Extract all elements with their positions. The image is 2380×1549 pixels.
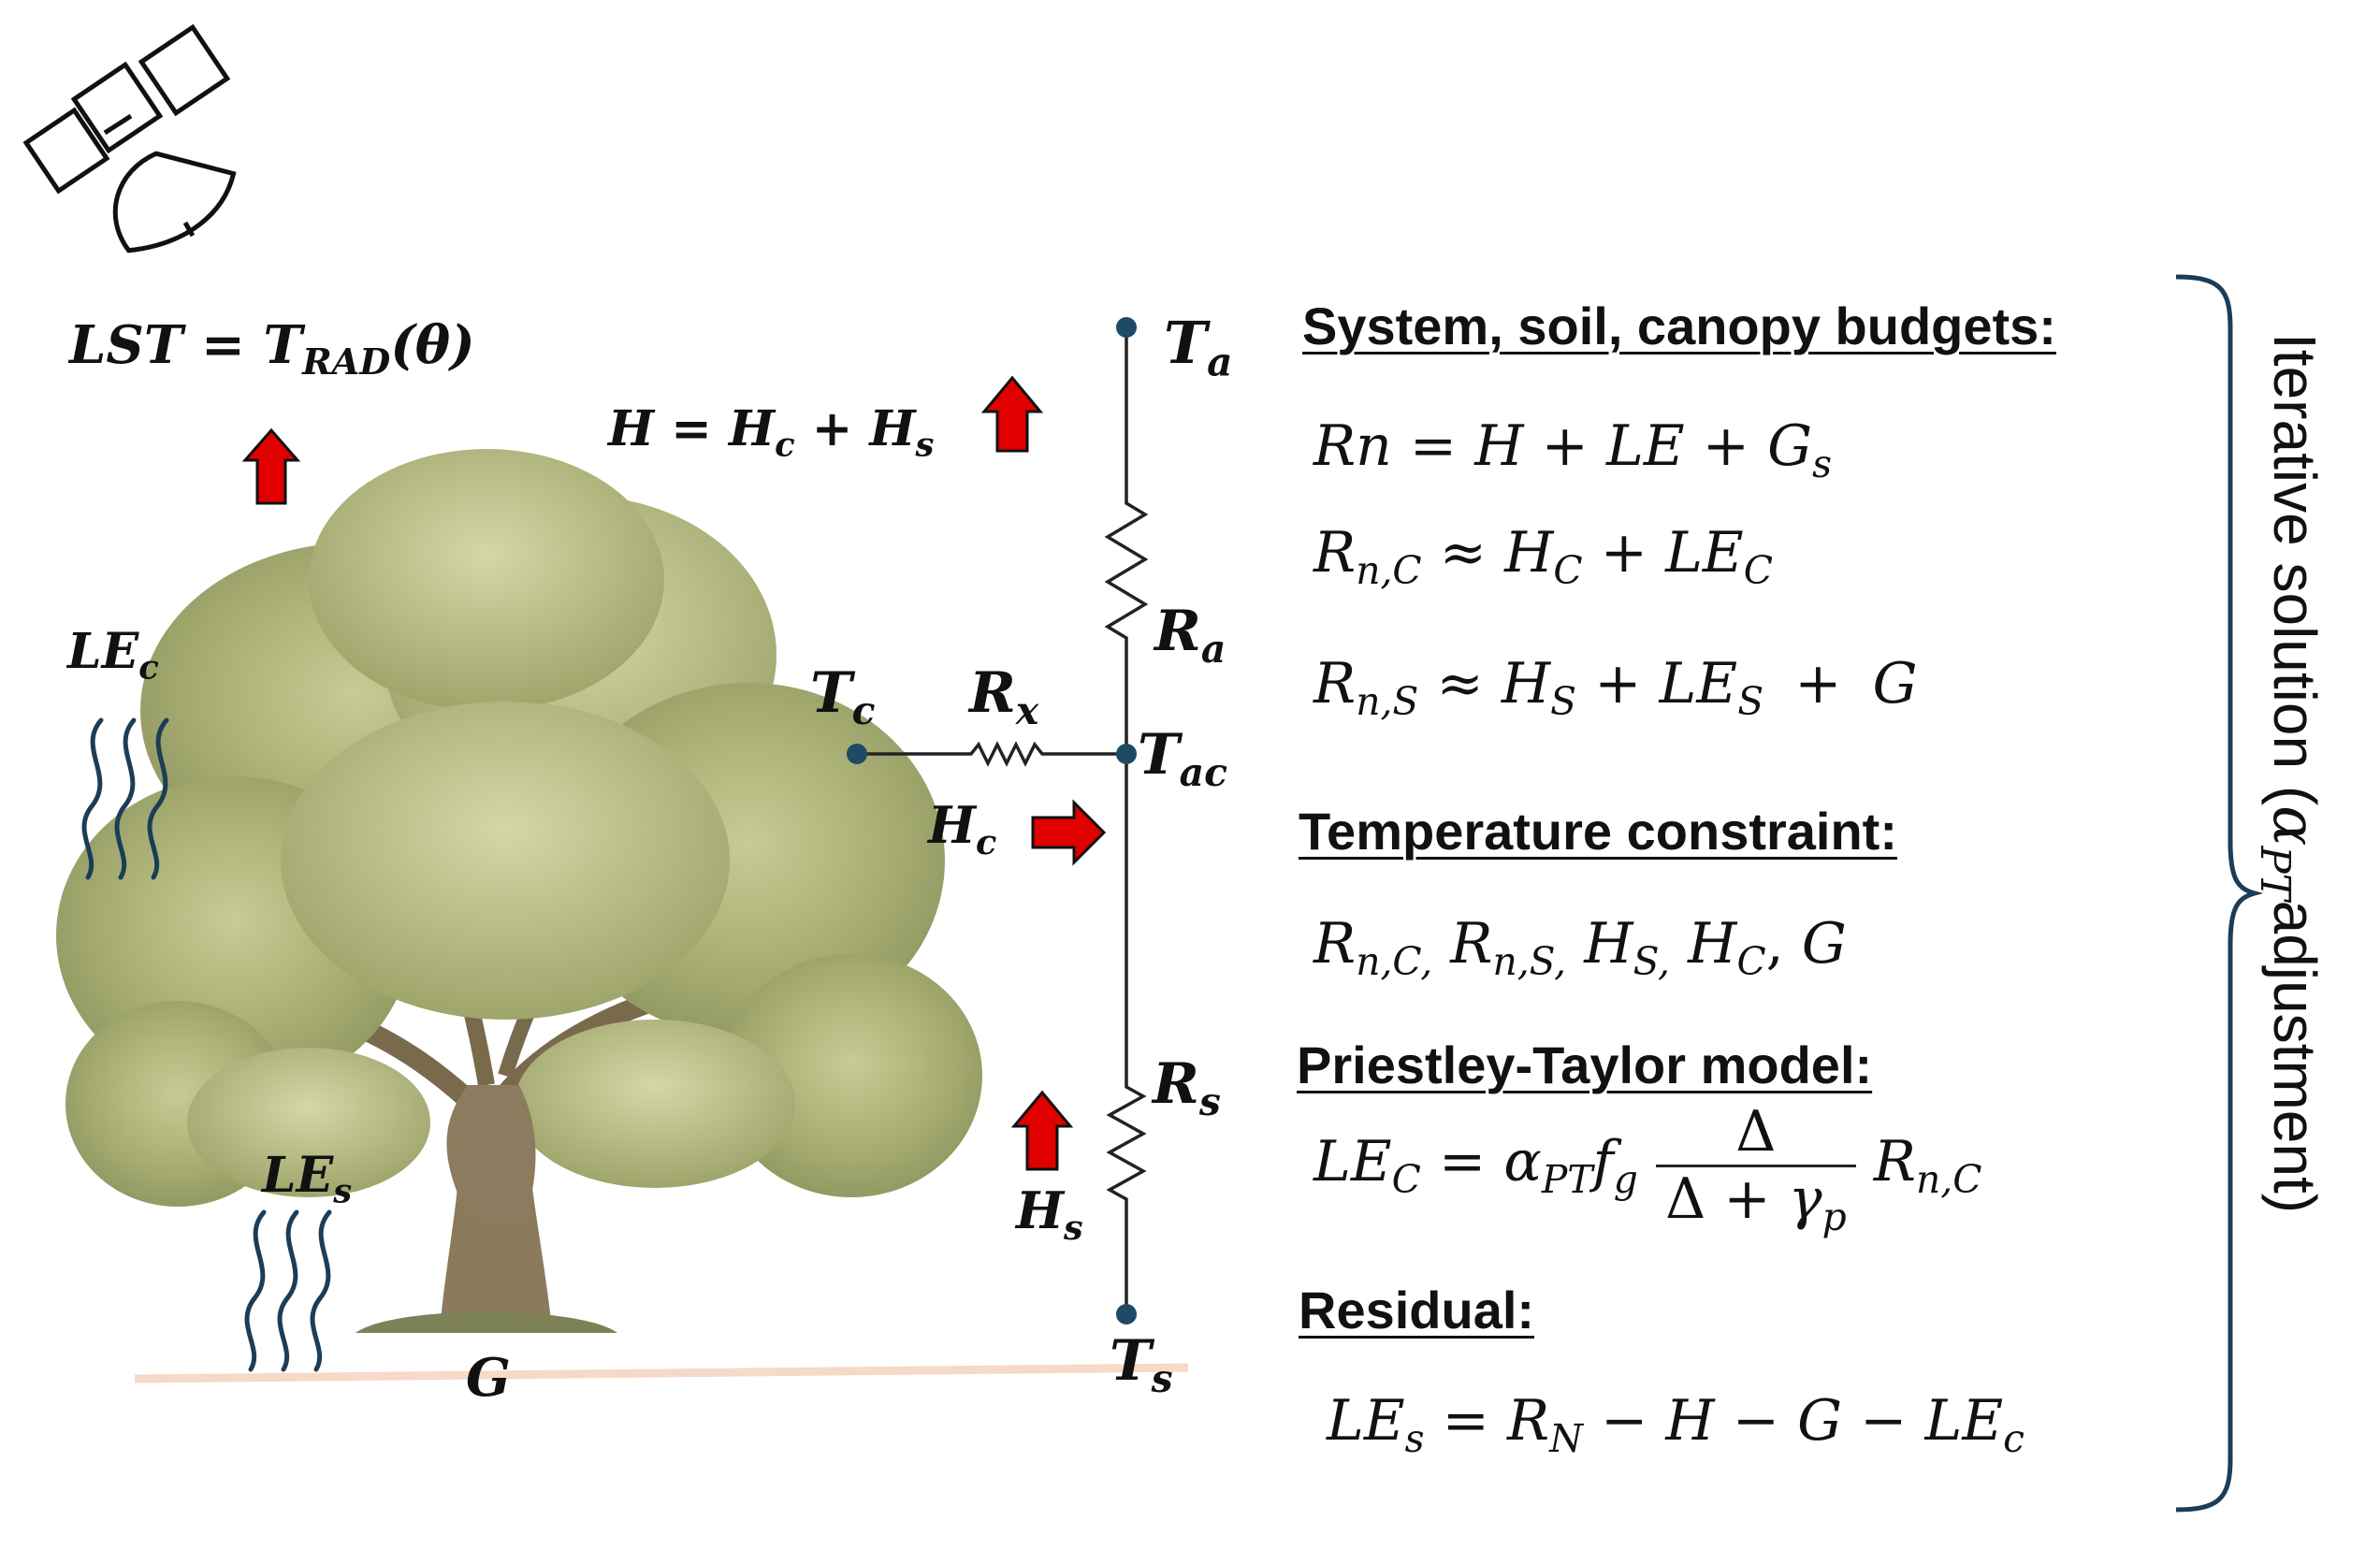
ground-line [134, 1363, 1189, 1383]
satellite-icon [22, 23, 237, 253]
pt-fraction: Δ Δ + γp [1655, 1100, 1856, 1236]
h-total-equation: H = Hc + Hs [608, 400, 935, 465]
tree-illustration [56, 449, 982, 1333]
resistor-rs [1106, 1076, 1147, 1207]
iterative-solution-label: Iterative solution (αPTadjustment) [2251, 333, 2329, 1214]
label-rs: Rs [1153, 1051, 1221, 1125]
node-ts [1116, 1304, 1137, 1325]
evaporation-waves-soil [244, 1209, 332, 1372]
label-hs: Hs [1016, 1180, 1083, 1248]
label-hc: Hc [928, 795, 997, 862]
evaporation-waves-canopy [81, 717, 169, 880]
equation-soil-budget: Rn,S ≈ HS + LES + G [1313, 651, 1918, 725]
heading-residual: Residual: [1299, 1281, 1535, 1339]
label-ta: Ta [1164, 309, 1233, 385]
heading-priestley-taylor: Priestley-Taylor model: [1297, 1035, 1873, 1094]
heading-budgets: System, soil, canopy budgets: [1302, 297, 2056, 355]
node-ta [1116, 317, 1137, 338]
resistance-network [857, 327, 1149, 1314]
label-tac: Tac [1138, 722, 1227, 796]
label-lec: LEc [67, 623, 159, 688]
node-tac [1116, 744, 1137, 764]
equation-canopy-budget: Rn,C ≈ HC + LEC [1313, 520, 1773, 594]
upward-arrow-h [980, 375, 1044, 453]
lst-equation: LST = TRAD(θ) [69, 314, 475, 384]
label-rx: Rx [969, 660, 1039, 734]
label-tc: Tc [810, 660, 876, 734]
right-arrow-hc [1031, 799, 1107, 866]
curly-bracket [2175, 274, 2264, 1513]
temperature-variables: Rn,C, Rn,S, HS, HC, G [1313, 911, 1847, 985]
equation-residual: LEs = RN − H − G − LEc [1327, 1388, 2025, 1462]
upward-arrow-hs [1010, 1090, 1074, 1171]
label-les: LEs [262, 1147, 353, 1211]
node-tc [847, 744, 867, 764]
equation-priestley-taylor: LEC = αPTfg Δ Δ + γp Rn,C [1313, 1099, 1982, 1240]
resistor-ra [1104, 486, 1149, 645]
resistor-rx [964, 741, 1048, 767]
upward-arrow-lst [241, 427, 301, 505]
equation-system-budget: Rn = H + LE + Gs [1313, 413, 1832, 487]
label-ts: Ts [1110, 1328, 1173, 1402]
label-ra: Ra [1154, 599, 1226, 673]
heading-temperature: Temperature constraint: [1299, 802, 1897, 861]
label-g: G [466, 1347, 511, 1409]
